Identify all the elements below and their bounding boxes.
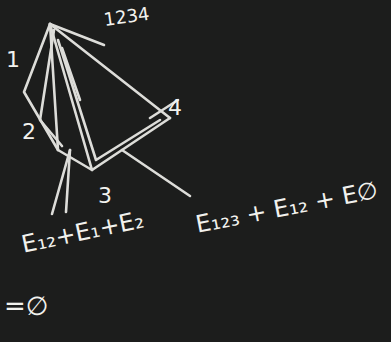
leader-line bbox=[122, 150, 190, 196]
vertex-label: 1 bbox=[6, 48, 20, 72]
formula-label: E₁₂₃ + E₁₂ + E∅ bbox=[193, 177, 380, 238]
vertex-label: 2 bbox=[22, 120, 36, 144]
vertex-label: 3 bbox=[98, 184, 112, 208]
formula-label: =∅ bbox=[4, 292, 48, 321]
leader-line bbox=[52, 150, 70, 214]
tetra-edge bbox=[58, 150, 92, 170]
leader-line bbox=[66, 150, 70, 212]
tetra-edge bbox=[50, 24, 170, 170]
shading-stroke bbox=[62, 48, 80, 100]
shaded-face bbox=[40, 30, 62, 146]
formula-label: E₁₂+E₁+E₂ bbox=[19, 206, 146, 258]
shaded-face bbox=[58, 40, 160, 160]
vertex-label: 4 bbox=[168, 96, 182, 120]
vertex-label: 1234 bbox=[103, 4, 151, 30]
